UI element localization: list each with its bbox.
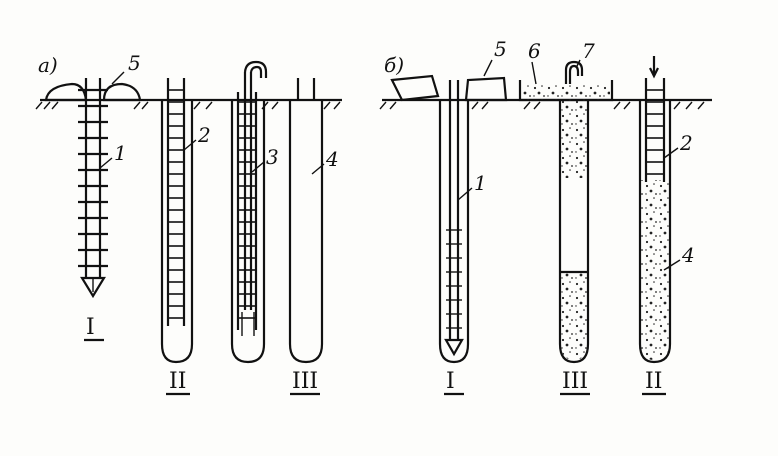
ground-surface-a <box>35 98 342 110</box>
stage-label-I-a: I <box>86 315 95 340</box>
cage-into-concrete-II <box>638 56 672 364</box>
hopper-concreting-III <box>518 60 614 364</box>
stage-label-III-a: III <box>292 369 318 394</box>
callout-6-b: 6 <box>528 39 541 63</box>
spoil-heap-b <box>390 74 508 102</box>
callout-4-b: 4 <box>681 243 695 267</box>
panel-b: б) <box>379 37 712 396</box>
panel-b-label: б) <box>384 53 404 77</box>
callout-2-b: 2 <box>679 131 693 155</box>
callout-5-b: 5 <box>494 37 507 61</box>
panel-a-label: а) <box>38 53 58 77</box>
stage-labels-b: I III II <box>444 369 666 396</box>
stage-label-III-b: III <box>562 369 588 394</box>
stage-label-I-b: I <box>446 369 455 394</box>
drill-auger-I <box>78 78 108 299</box>
callout-3-a: 3 <box>266 145 279 169</box>
panel-a: а) <box>35 51 342 396</box>
stage-label-II-a: II <box>169 369 186 394</box>
callout-5-a: 5 <box>128 51 141 75</box>
callouts-b: 5 6 7 1 2 4 <box>457 37 695 271</box>
callout-7-b: 7 <box>582 39 595 63</box>
callout-1-b: 1 <box>474 171 487 195</box>
callout-1-a: 1 <box>114 141 127 165</box>
callouts-a: 5 1 2 3 4 <box>99 51 339 175</box>
drill-auger-I-b <box>438 80 470 364</box>
spoil-heap-a <box>44 82 142 102</box>
concrete-pile-filled <box>288 78 324 364</box>
callout-2-a: 2 <box>197 123 211 147</box>
stage-labels-a: I II III <box>84 315 320 396</box>
borehole-with-cage-II <box>160 78 194 364</box>
callout-4-a: 4 <box>325 147 339 171</box>
stage-label-II-b: II <box>645 369 662 394</box>
tremie-in-borehole <box>230 60 268 364</box>
